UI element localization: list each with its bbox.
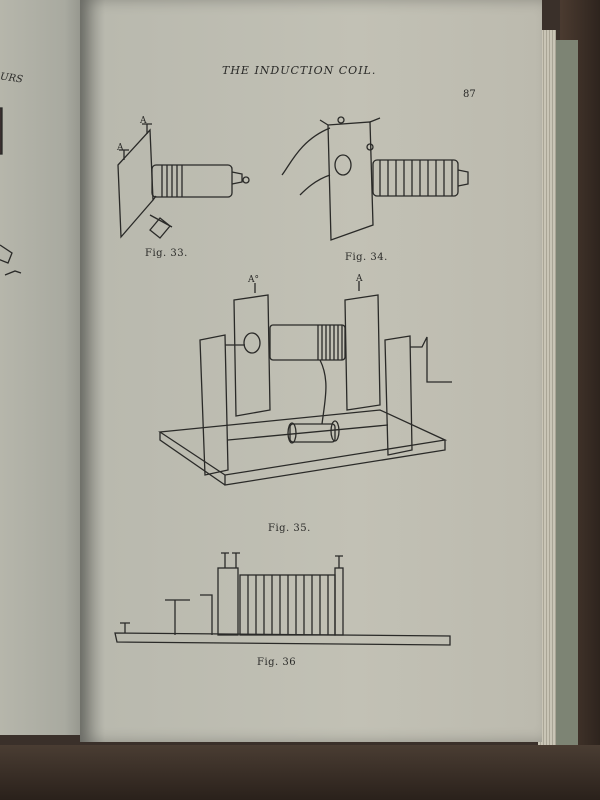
fig-35-label-a: A [355,274,363,284]
fig-33-drawing: A A [116,116,250,239]
page-number: 87 [463,89,476,100]
running-head: THE INDUCTION COIL. [222,64,377,77]
left-page-fragments [0,107,22,276]
left-page: URS [0,0,92,735]
fig-35-caption: Fig. 35. [268,523,311,534]
fig-33-label-a1: A [139,116,147,126]
fig-35-label-a-degree: A° [247,275,259,285]
fig-34-caption: Fig. 34. [345,252,388,263]
fig-34-drawing [281,116,469,241]
fig-35-drawing: A° A [158,274,452,486]
table-surface-bottom [0,745,600,800]
fig-33-caption: Fig. 33. [145,248,188,259]
fig-36-caption: Fig. 36 [257,657,297,668]
fig-36-drawing [114,552,451,646]
page-edges [538,30,556,750]
fig-33-label-a2: A [116,143,124,153]
right-page [80,0,542,742]
